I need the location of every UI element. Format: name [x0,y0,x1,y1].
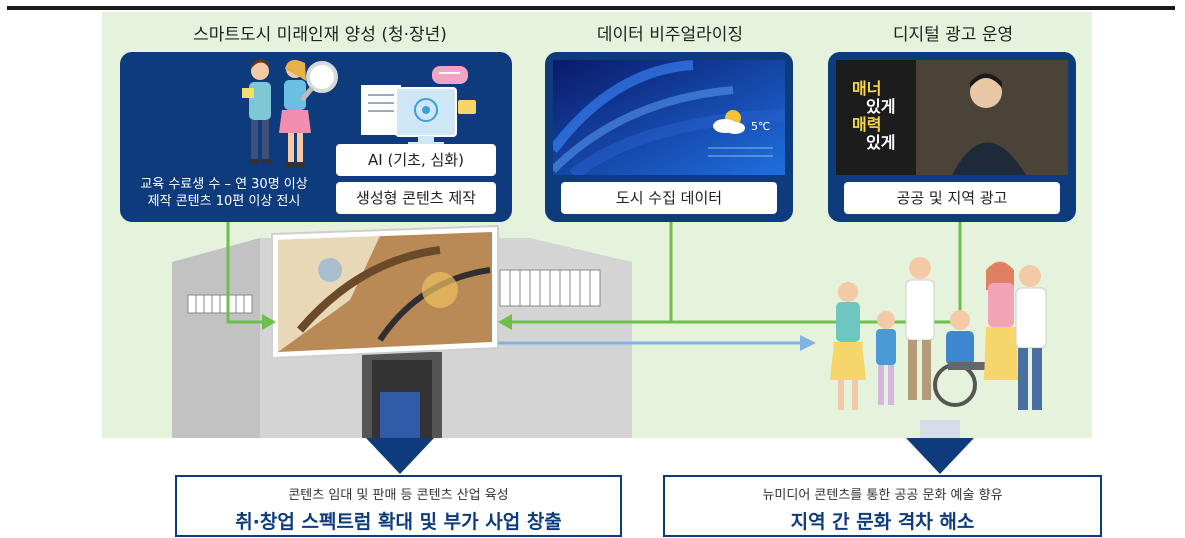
arrow-head-to-screen [262,314,276,330]
down-arrow-right [906,420,974,474]
city-data-button[interactable]: 도시 수집 데이터 [561,182,777,214]
outcome-industry-subtitle: 콘텐츠 임대 및 판매 등 콘텐츠 산업 육성 [288,488,509,503]
talent-panel: 교육 수료생 수 – 연 30명 이상 제작 콘텐츠 10편 이상 전시 AI … [120,52,512,222]
ai-course-button[interactable]: AI (기초, 심화) [336,144,496,176]
genai-content-button[interactable]: 생성형 콘텐츠 제작 [336,182,496,214]
data-visualizing-panel: 5℃ 도시 수집 데이터 [545,52,793,222]
outcome-industry: 콘텐츠 임대 및 판매 등 콘텐츠 산업 육성 취·창업 스펙트럼 확대 및 부… [175,475,622,537]
weather-screen: 5℃ [553,60,785,175]
section-title-talent: 스마트도시 미래인재 양성 (청·장년) [193,25,447,45]
ad-screen: 매너 있게 매력 있게 [836,60,1068,175]
weather-temperature: 5℃ [751,120,770,133]
building-louver-right [499,269,601,307]
talent-caption: 교육 수료생 수 – 연 30명 이상 제작 콘텐츠 10편 이상 전시 [130,176,318,210]
section-title-data-visualizing: 데이터 비주얼라이징 [596,25,744,45]
public-ad-button[interactable]: 공공 및 지역 광고 [844,182,1060,214]
outcome-culture-subtitle: 뉴미디어 콘텐츠를 통한 공공 문화 예술 향유 [762,488,1003,503]
ad-text-4: 있게 [866,133,895,152]
ad-text-2: 있게 [866,97,895,116]
building-louver-left [187,294,253,314]
outcome-industry-title: 취·창업 스펙트럼 확대 및 부가 사업 창출 [235,511,562,533]
computer-illustration [361,66,476,146]
caption-contents: 제작 콘텐츠 10편 이상 전시 [147,194,301,209]
outcome-culture: 뉴미디어 콘텐츠를 통한 공공 문화 예술 향유 지역 간 문화 격차 해소 [663,475,1102,537]
cloud-sun-icon [713,110,745,134]
down-arrow-left [366,392,434,474]
students-illustration [242,59,338,167]
media-facade-screen [271,224,499,360]
ad-text-3: 매력 [852,115,881,134]
caption-graduates: 교육 수료생 수 – 연 30명 이상 [140,177,308,192]
ad-text-1: 매너 [852,79,881,98]
top-rule [7,6,1175,10]
citizens-illustration [830,257,1047,410]
section-title-digital-ad: 디지털 광고 운영 [892,25,1014,45]
arrow-head-from-right [498,314,512,330]
digital-ad-panel: 매너 있게 매력 있게 공공 및 지역 광고 [828,52,1076,222]
outcome-culture-title: 지역 간 문화 격차 해소 [790,511,975,533]
